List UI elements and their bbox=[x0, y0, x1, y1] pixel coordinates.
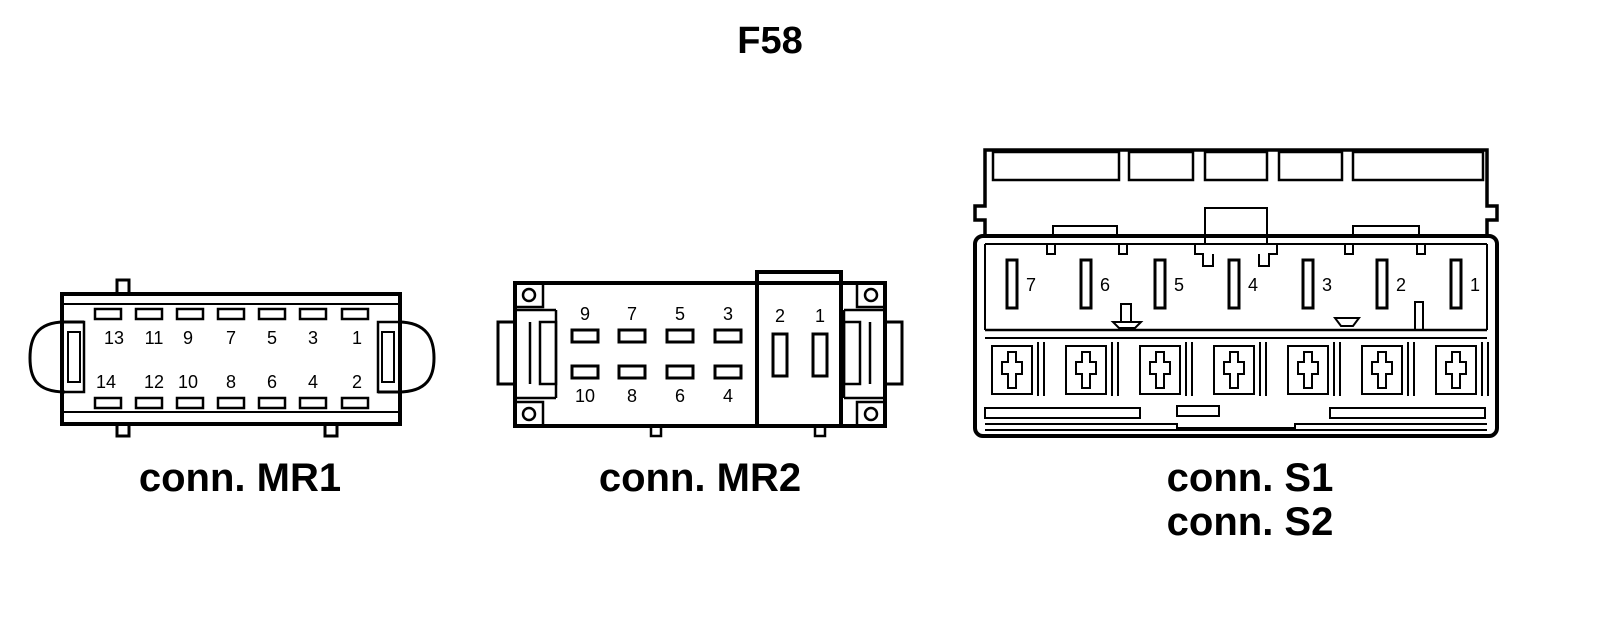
caption-s2: conn. S2 bbox=[1166, 500, 1334, 544]
mr2-pin-pad-8 bbox=[617, 364, 647, 380]
s-pin-slot-5 bbox=[1153, 258, 1167, 310]
mr1-pin-pad-1 bbox=[340, 307, 370, 321]
mr1-pin-number-10: 10 bbox=[178, 372, 198, 392]
mr1-bottom-pin-numbers: 14 12 10 8 6 4 2 bbox=[96, 372, 362, 392]
s-terminal-cavity-2 bbox=[1361, 345, 1403, 395]
connector-mr1 bbox=[28, 278, 436, 438]
s-pin-number-1: 1 bbox=[1470, 275, 1480, 295]
s-pin-slots bbox=[1005, 258, 1463, 310]
s-terminal-1 bbox=[1445, 351, 1467, 389]
s-pin-number-5: 5 bbox=[1174, 275, 1184, 295]
s-pin-number-3: 3 bbox=[1322, 275, 1332, 295]
mr1-pin-number-1: 1 bbox=[352, 328, 362, 348]
diagram-title: F58 bbox=[737, 20, 803, 62]
mr2-top-pin-pads bbox=[570, 328, 743, 344]
mr2-pin-number-3: 3 bbox=[723, 304, 733, 324]
mr2-pin-number-1: 1 bbox=[815, 306, 825, 326]
s-pin-numbers: 7 6 5 4 3 2 1 bbox=[1026, 275, 1480, 295]
mr1-pin-pad-4 bbox=[298, 396, 328, 410]
mr1-pin-number-7: 7 bbox=[226, 328, 236, 348]
mr1-pin-pad-7 bbox=[216, 307, 246, 321]
s-pin-number-4: 4 bbox=[1248, 275, 1258, 295]
mr1-pin-pad-6 bbox=[257, 396, 287, 410]
mr1-pin-pad-2 bbox=[340, 396, 370, 410]
mr2-top-pin-numbers: 9 7 5 3 bbox=[580, 304, 733, 324]
mr2-pin-number-4: 4 bbox=[723, 386, 733, 406]
mr1-pin-number-8: 8 bbox=[226, 372, 236, 392]
s-terminal-6 bbox=[1075, 351, 1097, 389]
mr1-pin-number-3: 3 bbox=[308, 328, 318, 348]
mr1-pin-number-9: 9 bbox=[183, 328, 193, 348]
mr1-pin-number-13: 13 bbox=[104, 328, 124, 348]
s-terminal-cavity-3 bbox=[1287, 345, 1329, 395]
s-terminal-cavities bbox=[991, 342, 1489, 396]
s-terminal-7 bbox=[1001, 351, 1023, 389]
mr1-pin-number-12: 12 bbox=[144, 372, 164, 392]
connector-mr2 bbox=[496, 270, 904, 438]
mr2-pin-pad-10 bbox=[570, 364, 600, 380]
caption-mr2: conn. MR2 bbox=[598, 456, 802, 500]
s-terminal-cavity-6 bbox=[1065, 345, 1107, 395]
caption-mr1: conn. MR1 bbox=[138, 456, 342, 500]
mr2-pin-number-9: 9 bbox=[580, 304, 590, 324]
mr1-pin-pad-10 bbox=[175, 396, 205, 410]
s-terminal-cavity-4 bbox=[1213, 345, 1255, 395]
mr2-pin-number-10: 10 bbox=[575, 386, 595, 406]
mr2-pin-number-6: 6 bbox=[675, 386, 685, 406]
mr1-pin-pad-13 bbox=[93, 307, 123, 321]
mr1-pin-number-5: 5 bbox=[267, 328, 277, 348]
connector-s bbox=[973, 148, 1499, 438]
mr1-pin-pad-3 bbox=[298, 307, 328, 321]
s-terminal-cavity-1 bbox=[1435, 345, 1477, 395]
mr2-pin-pad-4 bbox=[713, 364, 743, 380]
s-terminal-cavity-7 bbox=[991, 345, 1033, 395]
mr1-pin-number-4: 4 bbox=[308, 372, 318, 392]
mr1-pin-pad-14 bbox=[93, 396, 123, 410]
caption-s1: conn. S1 bbox=[1166, 456, 1334, 500]
s-pin-slot-2 bbox=[1375, 258, 1389, 310]
mr2-pin-pad-9 bbox=[570, 328, 600, 344]
mr2-pin-pad-2 bbox=[771, 332, 789, 378]
mr2-pin-pad-3 bbox=[713, 328, 743, 344]
mr1-pin-pad-5 bbox=[257, 307, 287, 321]
mr2-pin-number-7: 7 bbox=[627, 304, 637, 324]
mr1-pin-number-2: 2 bbox=[352, 372, 362, 392]
mr2-bottom-pin-pads bbox=[570, 364, 743, 380]
mr1-pin-number-14: 14 bbox=[96, 372, 116, 392]
mr1-pin-pad-12 bbox=[134, 396, 164, 410]
s-pin-slot-1 bbox=[1449, 258, 1463, 310]
mr1-top-pin-numbers: 13 11 9 7 5 3 1 bbox=[104, 328, 362, 348]
s-terminal-5 bbox=[1149, 351, 1171, 389]
mr2-pin-pad-1 bbox=[811, 332, 829, 378]
s-pin-slot-6 bbox=[1079, 258, 1093, 310]
mr1-top-pin-pads bbox=[93, 307, 370, 321]
mr2-pin-pad-5 bbox=[665, 328, 695, 344]
s-terminal-3 bbox=[1297, 351, 1319, 389]
mr1-pin-pad-9 bbox=[175, 307, 205, 321]
mr1-bottom-pin-pads bbox=[93, 396, 370, 410]
mr1-pin-number-6: 6 bbox=[267, 372, 277, 392]
s-pin-number-7: 7 bbox=[1026, 275, 1036, 295]
mr2-pin-number-2: 2 bbox=[775, 306, 785, 326]
s-terminal-4 bbox=[1223, 351, 1245, 389]
s-pin-slot-7 bbox=[1005, 258, 1019, 310]
s-pin-number-6: 6 bbox=[1100, 275, 1110, 295]
s-pin-number-2: 2 bbox=[1396, 275, 1406, 295]
s-pin-slot-4 bbox=[1227, 258, 1241, 310]
mr2-pin-number-8: 8 bbox=[627, 386, 637, 406]
mr2-side-pin-pads bbox=[771, 332, 829, 378]
s-terminal-2 bbox=[1371, 351, 1393, 389]
mr2-bottom-pin-numbers: 10 8 6 4 bbox=[575, 386, 733, 406]
mr1-pin-pad-11 bbox=[134, 307, 164, 321]
mr2-pin-number-5: 5 bbox=[675, 304, 685, 324]
s-terminal-cavity-5 bbox=[1139, 345, 1181, 395]
mr1-pin-number-11: 11 bbox=[145, 328, 164, 348]
mr2-pin-pad-7 bbox=[617, 328, 647, 344]
s-pin-slot-3 bbox=[1301, 258, 1315, 310]
mr1-pin-pad-8 bbox=[216, 396, 246, 410]
mr2-pin-pad-6 bbox=[665, 364, 695, 380]
